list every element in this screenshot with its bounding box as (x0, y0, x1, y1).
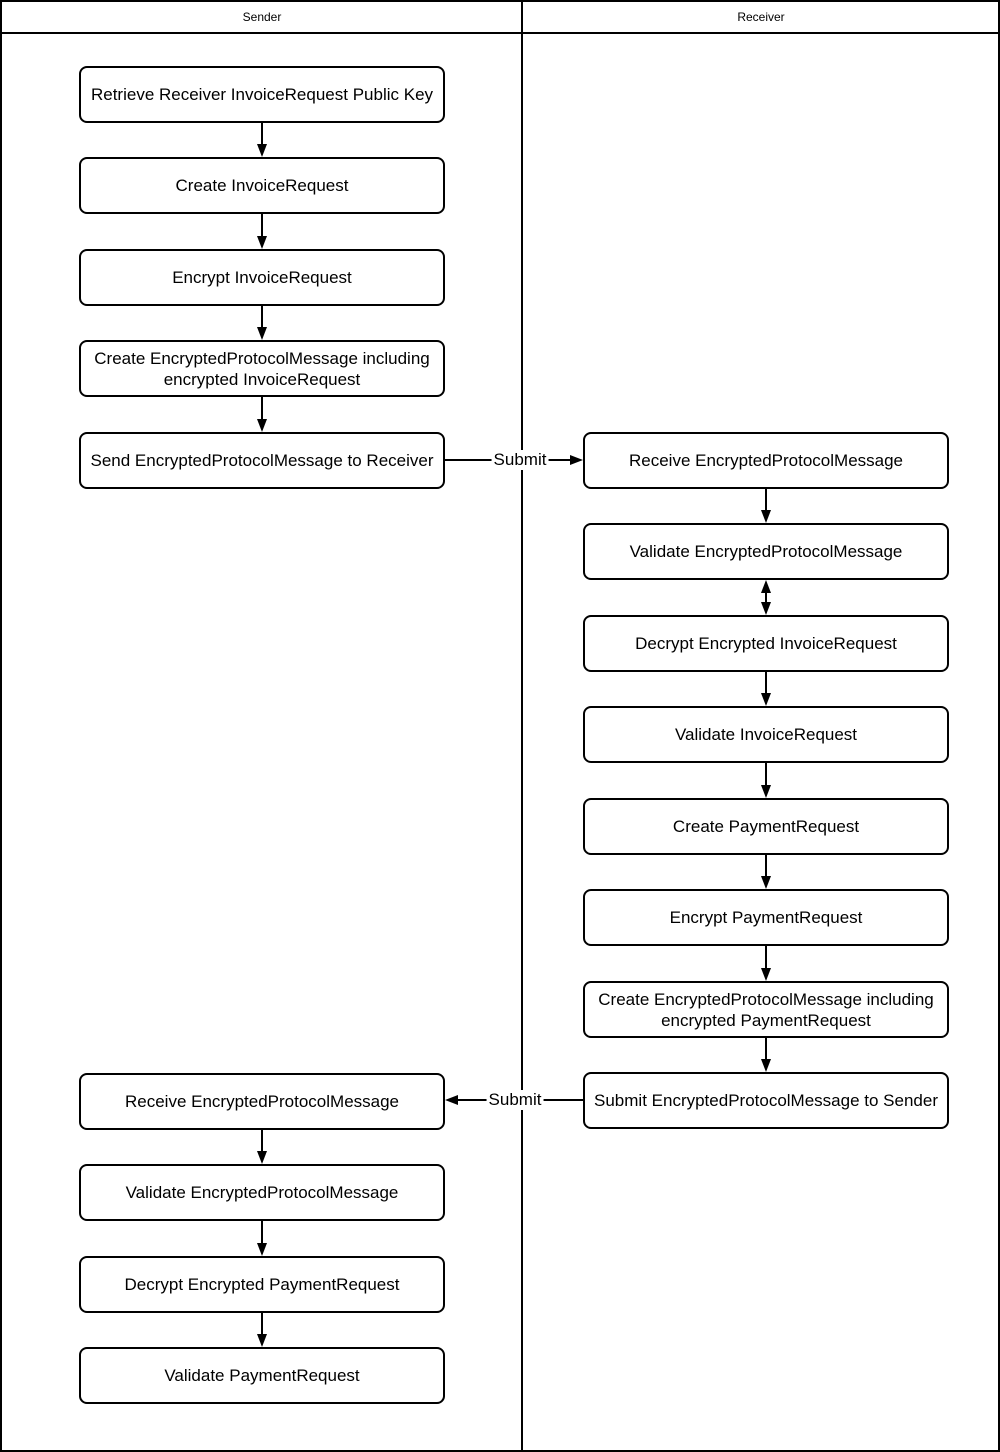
node-submit-epm-to-sender: Submit EncryptedProtocolMessage to Sende… (583, 1072, 949, 1129)
node-encrypt-paymentrequest: Encrypt PaymentRequest (583, 889, 949, 946)
arrow-down-icon (257, 123, 267, 157)
arrow-down-icon (761, 855, 771, 889)
node-create-epm-with-paymentrequest: Create EncryptedProtocolMessage includin… (583, 981, 949, 1038)
submit-label: Submit (491, 450, 549, 470)
node-decrypt-encrypted-invoicerequest: Decrypt Encrypted InvoiceRequest (583, 615, 949, 672)
arrow-down-icon (257, 397, 267, 432)
node-encrypt-invoicerequest: Encrypt InvoiceRequest (79, 249, 445, 306)
arrow-down-icon (257, 306, 267, 340)
arrow-double-vertical-icon (761, 580, 771, 615)
submit-label: Submit (486, 1090, 544, 1110)
node-retrieve-invoicerequest-public-key: Retrieve Receiver InvoiceRequest Public … (79, 66, 445, 123)
node-send-epm-to-receiver: Send EncryptedProtocolMessage to Receive… (79, 432, 445, 489)
arrow-down-icon (761, 672, 771, 706)
node-decrypt-encrypted-paymentrequest: Decrypt Encrypted PaymentRequest (79, 1256, 445, 1313)
arrow-down-icon (761, 489, 771, 523)
lane-title-receiver: Receiver (737, 10, 785, 24)
node-sender-validate-epm: Validate EncryptedProtocolMessage (79, 1164, 445, 1221)
node-receiver-validate-epm: Validate EncryptedProtocolMessage (583, 523, 949, 580)
arrow-down-icon (257, 1130, 267, 1164)
arrow-down-icon (257, 1313, 267, 1347)
arrow-down-icon (761, 946, 771, 981)
arrow-down-icon (257, 1221, 267, 1256)
node-create-invoicerequest: Create InvoiceRequest (79, 157, 445, 214)
arrow-down-icon (761, 763, 771, 798)
lane-title-sender: Sender (242, 10, 282, 24)
arrow-down-icon (761, 1038, 771, 1072)
arrow-down-icon (257, 214, 267, 249)
node-create-paymentrequest: Create PaymentRequest (583, 798, 949, 855)
lane-divider (521, 2, 523, 1450)
node-create-epm-with-invoicerequest: Create EncryptedProtocolMessage includin… (79, 340, 445, 397)
node-validate-paymentrequest: Validate PaymentRequest (79, 1347, 445, 1404)
node-validate-invoicerequest: Validate InvoiceRequest (583, 706, 949, 763)
lane-header-underline (2, 32, 998, 34)
node-receiver-receive-epm: Receive EncryptedProtocolMessage (583, 432, 949, 489)
node-sender-receive-epm: Receive EncryptedProtocolMessage (79, 1073, 445, 1130)
